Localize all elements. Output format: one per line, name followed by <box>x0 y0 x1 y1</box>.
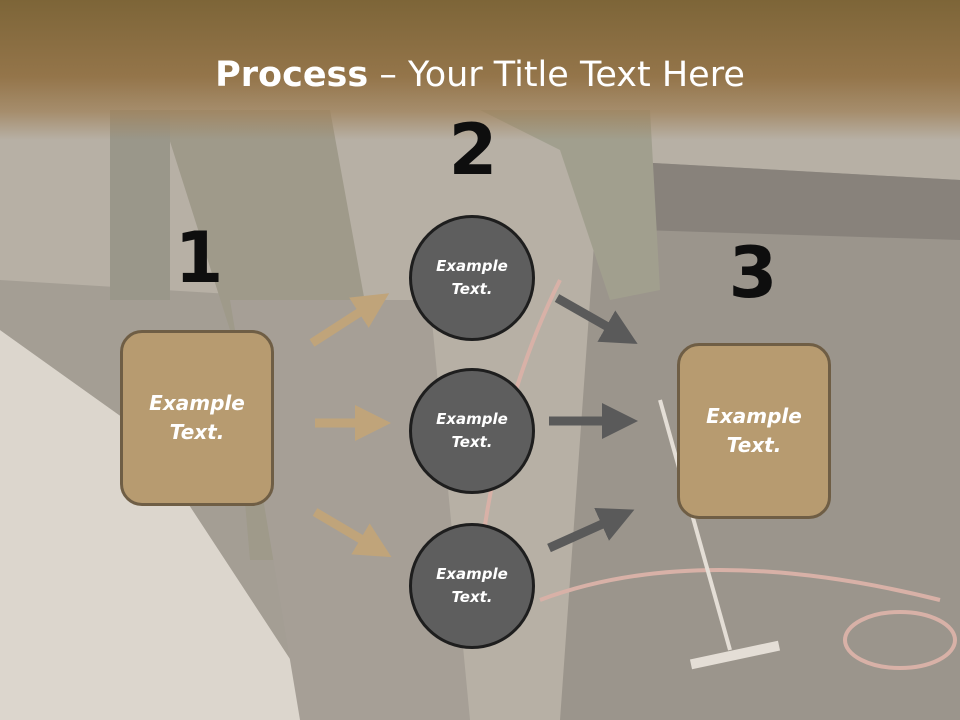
right-box-line2: Text. <box>726 433 782 457</box>
right-box-line1: Example <box>706 404 802 428</box>
circle-3-line1: Example <box>436 565 508 583</box>
circle-2-line2: Text. <box>451 433 493 451</box>
circle-1-line1: Example <box>436 257 508 275</box>
arrow-to-circle-1 <box>309 293 390 347</box>
left-box-line1: Example <box>149 391 245 415</box>
step-number-1: 1 <box>174 217 224 299</box>
circle-node-2: Example Text. <box>409 368 535 494</box>
circle-1-line2: Text. <box>451 280 493 298</box>
page-title: Process – Your Title Text Here <box>0 52 960 98</box>
step-number-3: 3 <box>728 232 778 314</box>
step-number-2: 2 <box>448 109 498 191</box>
arrow-from-circle-3 <box>547 507 635 553</box>
arrow-to-circle-3 <box>312 508 392 558</box>
title-banner <box>0 0 960 140</box>
left-text-box: Example Text. <box>120 330 274 506</box>
circle-3-line2: Text. <box>451 588 493 606</box>
title-bold: Process <box>215 55 369 95</box>
arrow-from-circle-1 <box>554 294 638 344</box>
circle-2-line1: Example <box>436 410 508 428</box>
circle-node-3: Example Text. <box>409 523 535 649</box>
left-box-line2: Text. <box>169 420 225 444</box>
circle-node-1: Example Text. <box>409 215 535 341</box>
title-rest: – Your Title Text Here <box>368 55 745 95</box>
right-text-box: Example Text. <box>677 343 831 519</box>
